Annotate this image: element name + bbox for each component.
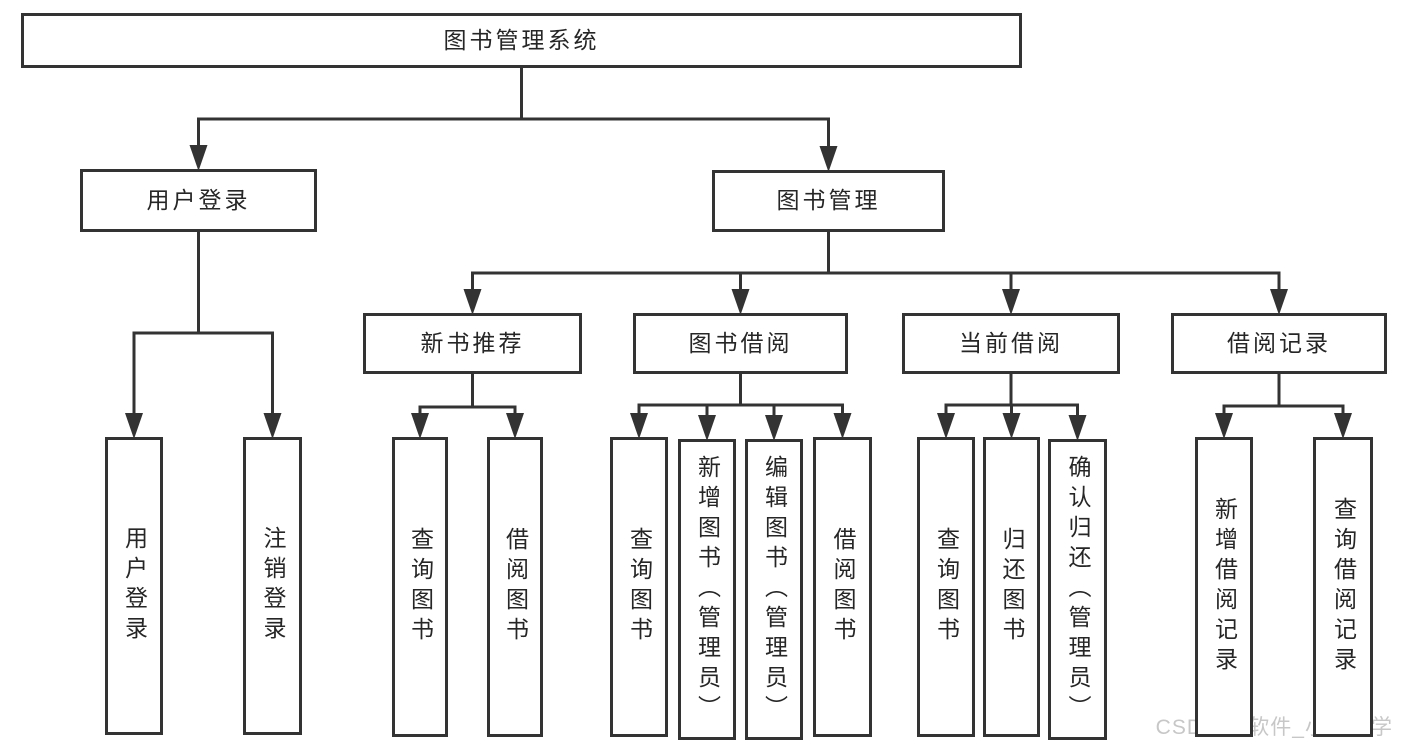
node-leaf-borrow-book-1: 借阅图书 <box>487 437 543 737</box>
arrowhead-down-icon <box>189 145 208 171</box>
node-leaf-query-book-2: 查询图书 <box>610 437 668 737</box>
arrowhead-down-icon <box>937 413 955 439</box>
arrowhead-down-icon <box>125 413 143 439</box>
node-root: 图书管理系统 <box>21 13 1022 68</box>
node-label-leaf-confirm-return: 确认归还（管理员） <box>1065 454 1091 725</box>
arrowhead-down-icon <box>1002 413 1021 439</box>
node-leaf-logout: 注销登录 <box>243 437 302 735</box>
node-leaf-return-book: 归还图书 <box>983 437 1040 737</box>
node-label-leaf-borrow-book-2: 借阅图书 <box>830 527 856 647</box>
arrowhead-down-icon <box>1334 413 1352 439</box>
arrowhead-down-icon <box>630 413 648 439</box>
arrowhead-down-icon <box>411 413 429 439</box>
node-leaf-confirm-return: 确认归还（管理员） <box>1048 439 1107 740</box>
arrowhead-down-icon <box>1270 289 1288 315</box>
arrowhead-down-icon <box>819 146 838 172</box>
node-book-mgmt: 图书管理 <box>712 170 945 232</box>
node-label-borrow-records: 借阅记录 <box>1227 329 1331 356</box>
arrowhead-down-icon <box>1002 289 1020 315</box>
node-label-leaf-user-login: 用户登录 <box>121 526 148 646</box>
arrowhead-down-icon <box>698 415 716 441</box>
node-leaf-query-borrow-record: 查询借阅记录 <box>1313 437 1373 737</box>
node-current-borrow: 当前借阅 <box>902 313 1120 374</box>
arrowhead-down-icon <box>463 289 482 315</box>
node-user-login: 用户登录 <box>80 169 317 232</box>
node-label-leaf-return-book: 归还图书 <box>999 527 1025 647</box>
node-label-leaf-add-book: 新增图书（管理员） <box>694 454 721 725</box>
node-label-book-mgmt: 图书管理 <box>776 187 881 214</box>
node-label-leaf-query-book-2: 查询图书 <box>626 527 653 647</box>
node-borrow-records: 借阅记录 <box>1171 313 1387 374</box>
arrowhead-down-icon <box>833 413 852 439</box>
node-leaf-edit-book: 编辑图书（管理员） <box>745 439 803 740</box>
node-label-leaf-query-borrow-record: 查询借阅记录 <box>1330 497 1357 677</box>
arrowhead-down-icon <box>1215 413 1233 439</box>
node-leaf-add-book: 新增图书（管理员） <box>678 439 736 740</box>
node-label-new-book-rec: 新书推荐 <box>420 329 525 356</box>
node-label-root: 图书管理系统 <box>443 26 600 53</box>
node-book-borrow: 图书借阅 <box>633 313 848 374</box>
arrowhead-down-icon <box>765 415 783 441</box>
node-leaf-user-login: 用户登录 <box>105 437 163 735</box>
node-leaf-query-book-3: 查询图书 <box>917 437 975 737</box>
node-label-leaf-edit-book: 编辑图书（管理员） <box>761 454 788 725</box>
node-leaf-add-borrow-record: 新增借阅记录 <box>1195 437 1253 737</box>
node-label-leaf-borrow-book-1: 借阅图书 <box>502 527 529 647</box>
node-label-leaf-query-book-3: 查询图书 <box>933 527 960 647</box>
node-label-leaf-query-book-1: 查询图书 <box>407 527 434 647</box>
node-new-book-rec: 新书推荐 <box>363 313 582 374</box>
node-label-book-borrow: 图书借阅 <box>688 329 793 356</box>
arrowhead-down-icon <box>506 413 524 439</box>
node-label-current-borrow: 当前借阅 <box>959 329 1063 356</box>
node-label-user-login: 用户登录 <box>146 186 251 213</box>
node-label-leaf-logout: 注销登录 <box>260 526 286 646</box>
node-leaf-borrow-book-2: 借阅图书 <box>813 437 872 737</box>
node-leaf-query-book-1: 查询图书 <box>392 437 448 737</box>
arrowhead-down-icon <box>731 289 750 315</box>
arrowhead-down-icon <box>263 413 282 439</box>
node-label-leaf-add-borrow-record: 新增借阅记录 <box>1211 497 1238 677</box>
arrowhead-down-icon <box>1068 415 1087 441</box>
